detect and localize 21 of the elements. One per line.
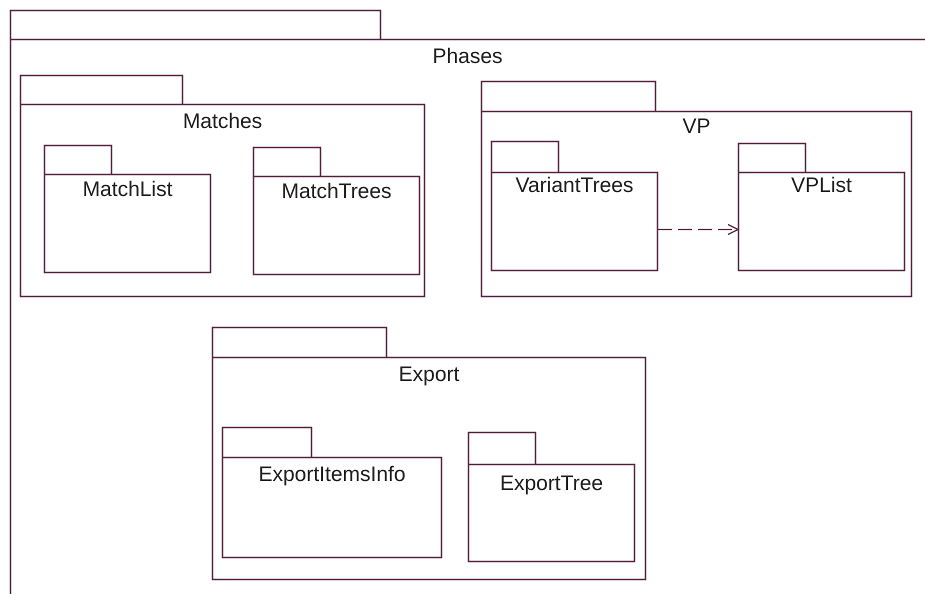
package-name: VP — [681, 115, 712, 139]
package-box — [212, 327, 646, 580]
package-name: MatchList — [82, 178, 174, 202]
package-box — [253, 147, 420, 275]
package-box — [491, 141, 658, 271]
package-name: VPList — [790, 174, 853, 198]
package-box — [468, 432, 635, 562]
package-box — [20, 75, 425, 297]
package-box — [44, 145, 211, 273]
package-box — [222, 427, 442, 558]
package-name: Export — [398, 363, 460, 387]
package-box — [481, 81, 912, 297]
package-name: ExportTree — [498, 472, 604, 496]
package-box — [10, 10, 925, 594]
package-name: Matches — [182, 110, 264, 134]
package-box — [738, 143, 905, 271]
dependency-arrow — [658, 224, 739, 236]
package-name: VariantTrees — [514, 174, 634, 198]
package-name: Phases — [431, 45, 504, 69]
package-name: MatchTrees — [280, 180, 393, 204]
package-name: ExportItemsInfo — [257, 463, 407, 487]
